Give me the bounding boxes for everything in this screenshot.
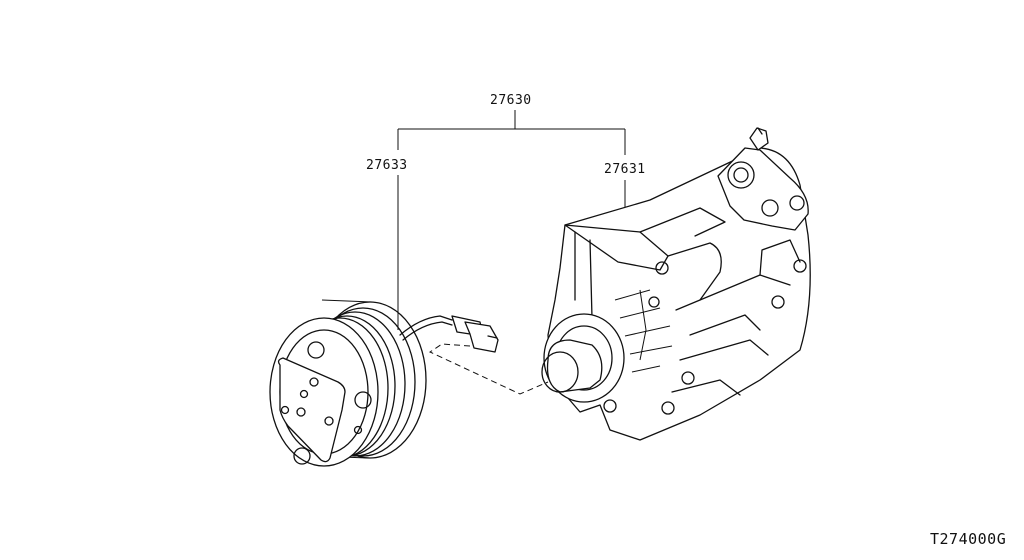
callout-bracket (397, 110, 626, 330)
compressor-detail-lines (614, 289, 673, 373)
clutch-pulley-illustration (269, 299, 427, 467)
assembly-part-number: 27630 (490, 93, 532, 108)
clutch-wire-connector (399, 315, 549, 395)
figure-code: T274000G (930, 530, 1007, 548)
clutch-part-number: 27633 (366, 158, 408, 173)
compressor-part-number: 27631 (604, 162, 646, 177)
compressor-illustration (541, 127, 811, 441)
